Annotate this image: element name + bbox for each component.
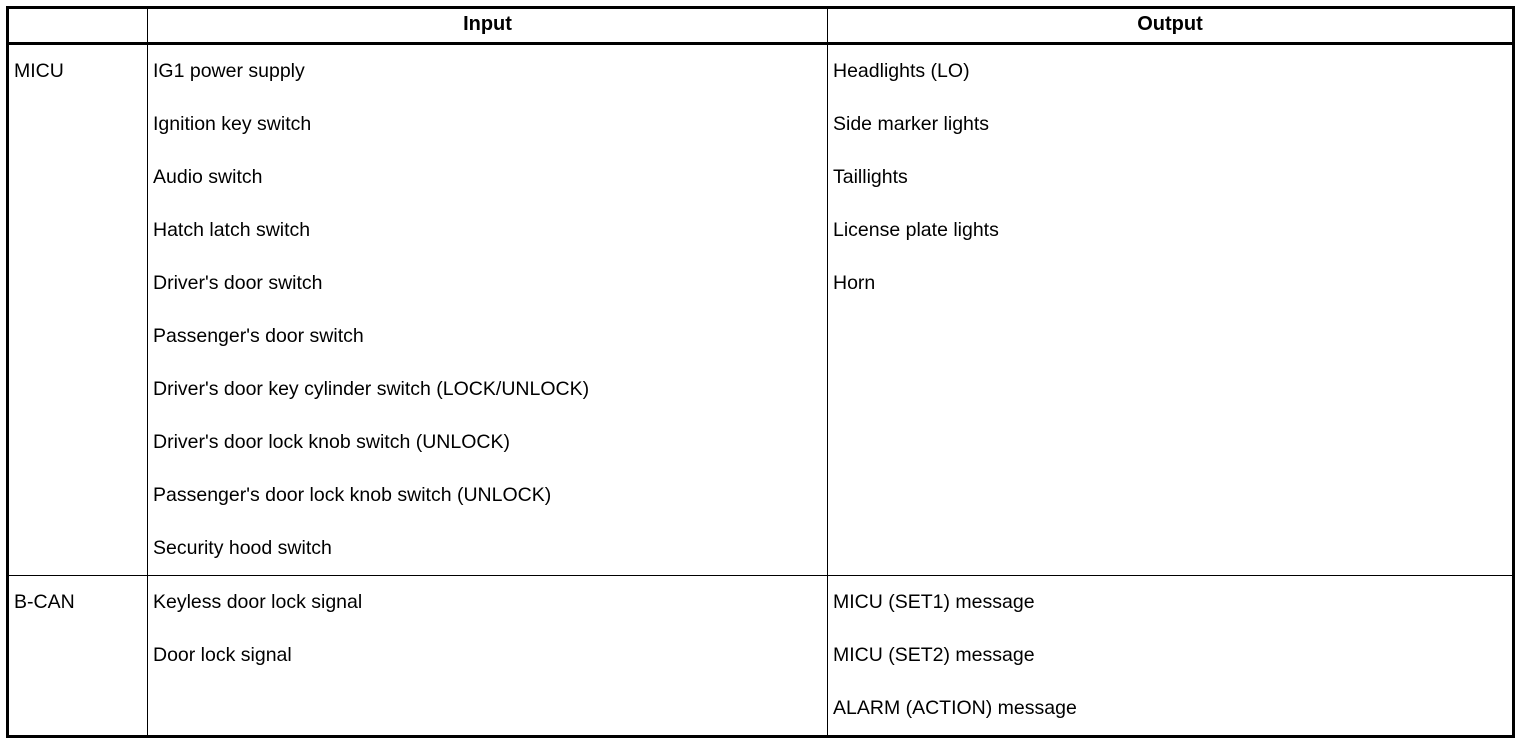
output-item: ALARM (ACTION) message [833,697,1077,719]
row-label-cell: MICU [7,43,148,576]
output-item: MICU (SET1) message [833,591,1035,613]
output-item: Taillights [833,166,908,188]
input-item: Ignition key switch [153,113,312,135]
io-table: Input Output MICU IG1 power supply Ignit… [6,6,1515,738]
row-label-cell: B-CAN [7,575,148,737]
input-item: Driver's door lock knob switch (UNLOCK) [153,431,510,453]
input-item: Keyless door lock signal [153,591,363,613]
input-item: Door lock signal [153,644,292,666]
input-item: Passenger's door switch [153,325,364,347]
output-cell: Headlights (LO) Side marker lights Taill… [827,43,1514,576]
table-row-micu: MICU IG1 power supply Ignition key switc… [7,43,1514,576]
table-row-bcan: B-CAN Keyless door lock signal Door lock… [7,575,1514,737]
output-item: License plate lights [833,219,999,241]
input-cell: Keyless door lock signal Door lock signa… [147,575,828,737]
header-input: Input [147,7,828,45]
input-cell: IG1 power supply Ignition key switch Aud… [147,43,828,576]
header-row: Input Output [7,7,1514,45]
output-item: Horn [833,272,876,294]
input-item: Driver's door key cylinder switch (LOCK/… [153,378,590,400]
input-item: Passenger's door lock knob switch (UNLOC… [153,484,552,506]
input-item: Audio switch [153,166,263,188]
output-cell: MICU (SET1) message MICU (SET2) message … [827,575,1514,737]
output-item: Side marker lights [833,113,990,135]
input-item: Security hood switch [153,537,332,559]
row-label: MICU [14,60,64,82]
header-corner [7,7,148,45]
row-label: B-CAN [14,591,75,613]
input-item: IG1 power supply [153,60,305,82]
input-item: Hatch latch switch [153,219,311,241]
header-output: Output [827,7,1514,45]
input-item: Driver's door switch [153,272,323,294]
output-item: MICU (SET2) message [833,644,1035,666]
output-item: Headlights (LO) [833,60,970,82]
